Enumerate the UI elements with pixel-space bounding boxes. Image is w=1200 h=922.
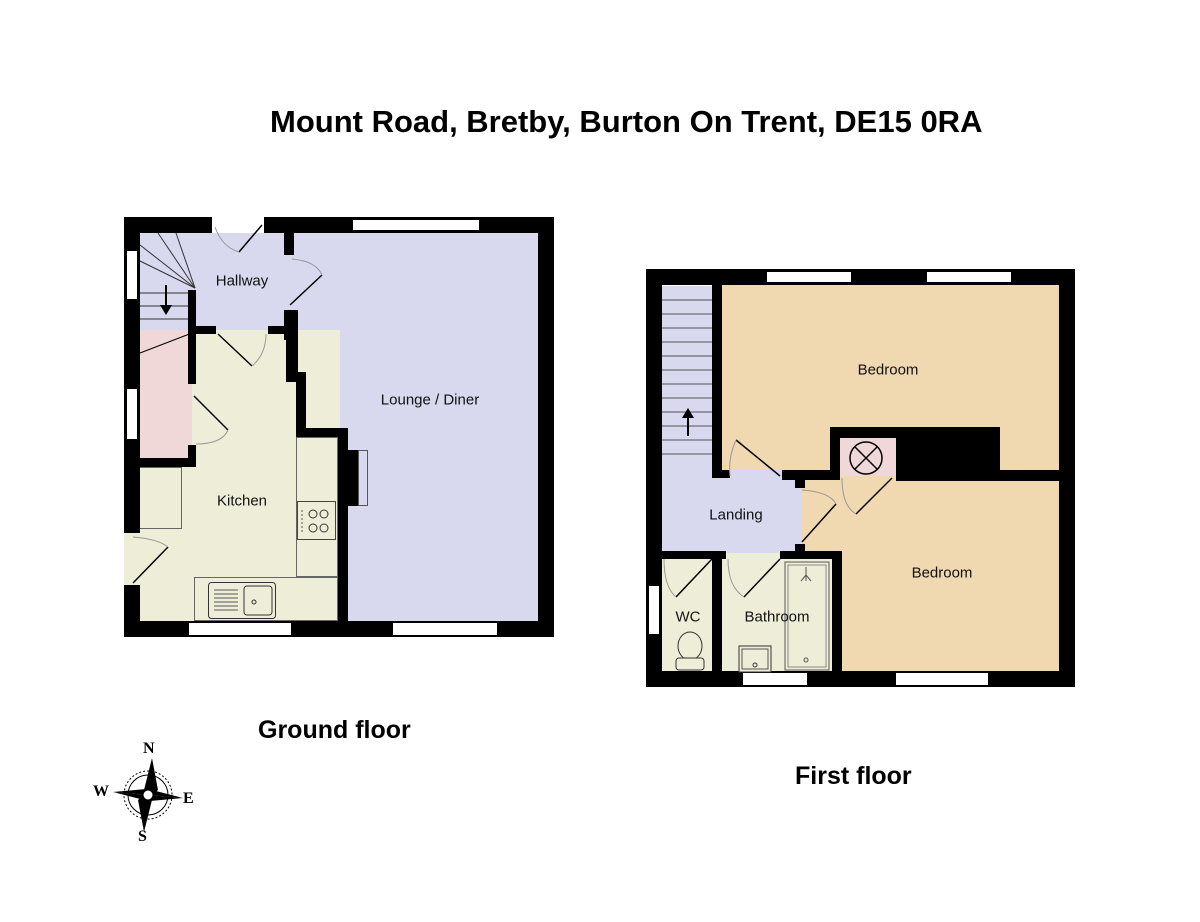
wall [712,285,722,478]
fireplace-hearth [358,450,368,506]
window [648,585,660,635]
room-label-wc: WC [675,608,701,626]
ground-floor-label: Ground floor [258,716,411,744]
wall [1059,269,1075,687]
compass-east: E [183,790,194,807]
wall [795,544,805,554]
room-label-bedroom-2: Bedroom [911,564,973,582]
window [392,622,498,636]
ground-floor-plan: Hallway Lounge / Diner Kitchen [0,0,600,700]
window [766,271,852,283]
wall [662,551,726,559]
door-wc [663,558,713,598]
kitchen-worktop [194,577,338,621]
first-floor-label: First floor [795,762,912,790]
room-label-hallway: Hallway [215,272,269,290]
door-boiler-cupboard [841,477,893,515]
compass-icon [113,758,183,832]
page-title: Mount Road, Bretby, Burton On Trent, DE1… [270,104,983,139]
window [742,672,808,686]
door-bedroom-1 [729,439,781,477]
basin-icon [738,645,772,673]
wall [782,470,830,480]
door-bathroom [727,558,781,598]
wall [896,438,1000,481]
stairs-down-icon [139,232,196,354]
door-lounge [289,258,323,306]
wall [338,428,348,623]
window [126,250,138,300]
wall [538,217,554,637]
door-kitchen-side [132,536,169,584]
room-label-kitchen: Kitchen [216,492,268,510]
window [188,622,292,636]
hob-icon [297,501,336,540]
window [926,271,1012,283]
wall [196,326,216,334]
understairs-cupboard [140,330,192,458]
door-understairs [193,395,229,445]
wall [646,269,662,687]
compass-west: W [93,783,109,800]
room-hallway [140,233,292,333]
wall [1000,470,1060,481]
room-label-bedroom-1: Bedroom [857,361,919,379]
wall [780,551,842,559]
room-landing [662,470,802,553]
chimney-breast [346,450,360,506]
wall [284,233,294,255]
wall [712,470,730,478]
wall [296,372,306,436]
wall [712,551,722,672]
wall [646,671,1075,687]
wall [268,326,290,334]
bath-icon [784,561,830,671]
wall [124,217,212,233]
window [126,388,138,440]
wall [188,445,196,467]
wall [795,478,805,488]
room-label-bathroom: Bathroom [744,608,810,626]
room-bedroom-2 [800,475,1060,671]
compass-north: N [143,740,155,757]
compass-south: S [138,828,147,845]
toilet-icon [675,631,705,671]
kitchen-worktop [296,437,338,577]
wall [296,428,348,438]
door-front [214,224,263,253]
room-label-landing: Landing [709,506,763,524]
door-kitchen [217,333,267,367]
first-floor-plan: Bedroom Bedroom Landing WC Bathroom [646,269,1075,687]
boiler-icon [849,441,883,475]
room-label-lounge-diner: Lounge / Diner [380,391,480,409]
door-bedroom-2 [801,489,837,543]
wall [188,290,196,384]
stairs-area [662,286,712,472]
wall [832,551,842,672]
wall [138,458,196,467]
kitchen-cupboard [140,467,182,529]
sink-icon [208,582,276,619]
window [352,219,480,231]
compass-rose: N E S W [88,738,208,853]
wall [830,427,1000,438]
wall [830,427,840,480]
window [895,672,989,686]
stairs-up-icon [662,299,712,455]
